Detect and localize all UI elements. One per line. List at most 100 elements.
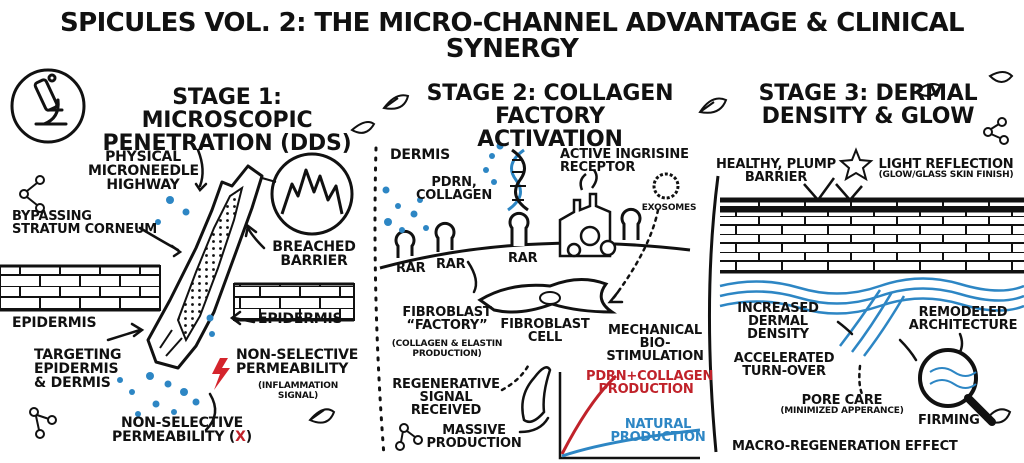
lightning-icon [212,358,230,390]
nonselective-label: NON-SELECTIVE PERMEABILITY [236,348,366,376]
bottom-nonselective-label: NON-SELECTIVE PERMEABILITY (X) [92,416,272,444]
stage-separator-left [373,146,386,458]
bypassing-line2: STRATUM CORNEUM [12,222,158,237]
light-reflection-marks [803,177,863,203]
active-line2: RECEPTOR [560,160,636,175]
active-receptor-label: ACTIVE INGRISINE RECEPTOR [560,148,700,174]
molecule-icon [19,117,1009,451]
mechanical-label: MECHANICAL BIO-STIMULATION [592,324,718,363]
elongated-fibroblast [521,366,552,423]
accelerated-label: ACCELERATED TURN-OVER [726,352,842,378]
rar-receptors [394,207,642,258]
rar-label-3: RAR [508,251,538,266]
stage3-arrows [836,320,964,396]
increased-line1: INCREASED [737,301,819,316]
regen-line1: REGENERATIVE [392,377,500,392]
increased-line2: DERMAL DENSITY [747,314,809,342]
bypassing-label: BYPASSING STRATUM CORNEUM [12,210,162,236]
cell-line1: FIBROBLAST [500,317,590,332]
stage1-heading: STAGE 1: MICROSCOPIC PENETRATION (DDS) [92,86,362,155]
signal-line: SIGNAL) [277,390,319,401]
dermis-label: DERMIS [390,147,450,163]
remodeled-line1: REMODELED [918,305,1008,320]
massive-line1: MASSIVE [442,423,506,438]
stage3-heading: STAGE 3: DERMAL DENSITY & GLOW [748,82,988,128]
exosome-icon [652,172,680,200]
massive-line2: PRODUCTION [426,436,522,451]
physical-line3: HIGHWAY [106,177,180,193]
breach-zoom-circle [261,152,354,236]
accel-line2: TURN-OVER [742,364,826,379]
bottom-line2: PERMEABILITY (X) [92,430,272,444]
pdrn-prod-line1: PDRN+COLLAGEN [586,369,714,384]
nonselective-line1: NON-SELECTIVE [236,347,359,363]
light-reflection-label: LIGHT REFLECTION (GLOW/GLASS SKIN FINISH… [872,158,1020,181]
massive-production-label: MASSIVE PRODUCTION [426,424,522,450]
fibroblast-nucleus [539,291,561,305]
epidermis-left-label: EPIDERMIS [12,315,97,331]
page-title: SPICULES VOL. 2: THE MICRO-CHANNEL ADVAN… [60,8,965,64]
light-line1: LIGHT REFLECTION [878,157,1014,172]
pore-care-label: PORE CARE (MINIMIZED APPERANCE) [772,394,912,417]
stage2-heading: STAGE 2: COLLAGEN FACTORY ACTIVATION [420,82,680,151]
stage1-heading-line1: STAGE 1: MICROSCOPIC [141,85,313,134]
accel-line1: ACCELERATED [733,351,835,366]
stage3-heading-line2: DENSITY & GLOW [761,104,975,130]
pore-line1: PORE CARE [801,393,883,408]
active-line1: ACTIVE INGRISINE [560,147,689,162]
spicule-needle [146,164,264,370]
targeting-line2: EPIDERMIS [34,361,119,377]
remodeled-label: REMODELED ARCHITECTURE [904,306,1022,332]
remodeled-line2: ARCHITECTURE [908,318,1018,333]
physical-line2: MICRONEEDLE [88,163,199,179]
increased-density-label: INCREASED DERMAL DENSITY [716,302,840,341]
targeting-line1: TARGETING [34,347,122,363]
targeting-label: TARGETING EPIDERMIS & DERMIS [34,348,134,390]
pdrn-line1: PDRN, [431,175,477,190]
production-chart [558,372,701,460]
bottom-close-paren: ) [245,429,252,445]
stage2-heading-line2: FACTORY ACTIVATION [477,104,623,153]
inflammation-line: (INFLAMMATION [257,381,339,391]
healthy-line2: BARRIER [744,170,808,185]
targeting-line3: & DERMIS [34,375,111,391]
physical-line1: PHYSICAL [105,149,181,165]
factory-icon [558,169,617,258]
healthy-barrier-label: HEALTHY, PLUMP BARRIER [716,158,836,184]
regenerative-label: REGENERATIVE SIGNAL RECEIVED [384,378,508,417]
light-line2: (GLOW/GLASS SKIN FINISH) [878,170,1014,180]
fibro-sub1: (COLLAGEN & ELASTIN [391,339,503,349]
fibroblast-cell-label: FIBROBLAST CELL [500,318,590,344]
breached-barrier-label: BREACHED BARRIER [264,240,364,268]
breached-line1: BREACHED [272,239,356,255]
pdrn-dots [382,142,504,233]
pdrn-prod-line2: PRODUCTION [598,382,694,397]
cell-line2: CELL [527,330,563,345]
dna-icon [507,148,529,212]
stage1-heading-line2: PENETRATION (DDS) [102,131,352,157]
pdrn-line2: COLLAGEN [415,188,493,203]
stage-separator-right [707,175,720,453]
fibro-line2: “FACTORY” [406,318,488,333]
fibro-sub2: PRODUCTION) [412,348,482,359]
collagen-elastin-label: (COLLAGEN & ELASTIN PRODUCTION) [386,339,508,360]
epidermis-brick-wall [0,264,355,322]
rar-label-1: RAR [396,261,426,276]
pdrn-collagen-label: PDRN, COLLAGEN [414,176,494,202]
bottom-line2-text: PERMEABILITY ( [112,429,236,445]
pore-line2: (MINIMIZED APPERANCE) [780,406,904,416]
physical-highway-label: PHYSICAL MICRONEEDLE HIGHWAY [88,149,199,193]
dermal-collagen-waves [719,277,1024,357]
natural-line1: NATURAL [624,417,692,432]
pdrn-production-label: PDRN+COLLAGEN PRODUCTION [586,369,714,397]
microscope-icon [10,68,86,144]
magnifier-icon [918,348,996,426]
natural-line2: PRODUCTION [610,430,706,445]
rar-label-2: RAR [436,257,466,272]
firming-label: FIRMING [918,413,980,428]
exosomes-label: EXOSOMES [641,203,697,213]
stage3-heading-line1: STAGE 3: DERMAL [758,81,978,106]
nonselective-line2: PERMEABILITY [236,361,349,377]
regen-line2: SIGNAL RECEIVED [410,390,482,418]
